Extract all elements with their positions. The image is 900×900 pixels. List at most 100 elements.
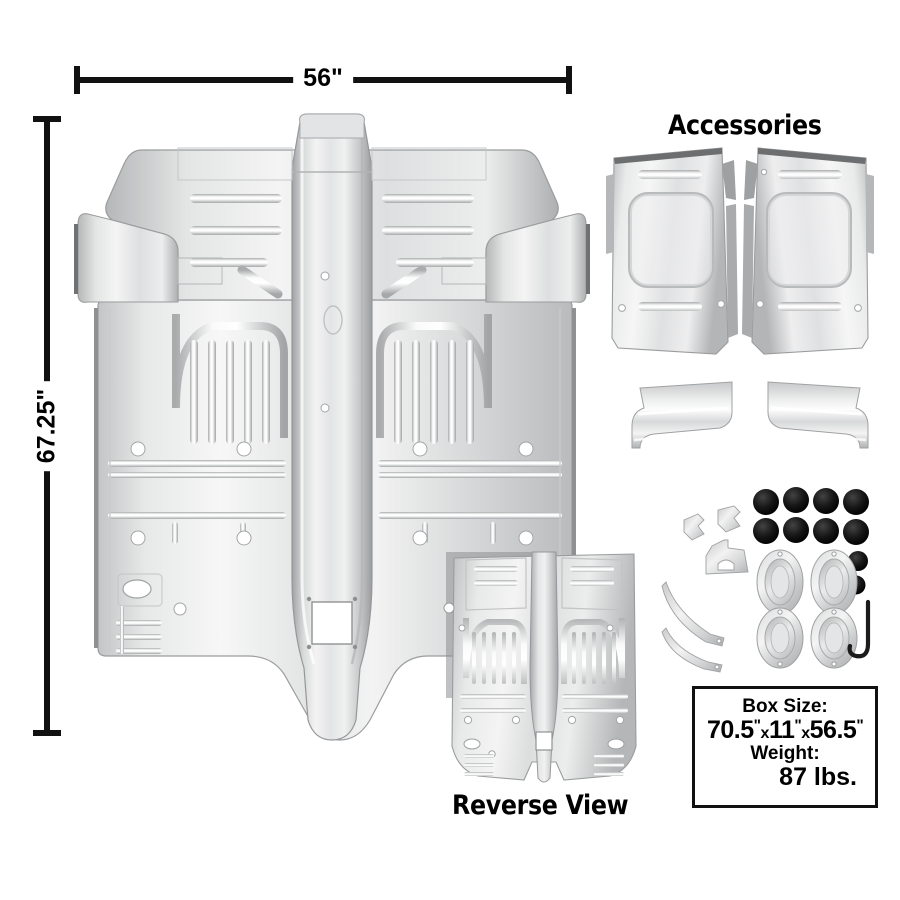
- dimension-cap-left: [74, 66, 80, 94]
- tunnel-top-cap: [299, 113, 365, 139]
- reverse-rib: [464, 763, 494, 767]
- floor-rib-vertical: [466, 340, 474, 444]
- floor-rib: [382, 226, 474, 235]
- transmission-tunnel: [291, 113, 373, 741]
- rear-cross-rib: [378, 460, 562, 467]
- inch-mark-length: ": [753, 717, 761, 735]
- reverse-crossmember: [460, 708, 526, 713]
- floor-rib-vertical: [120, 606, 124, 654]
- round-plugs-large-group: [753, 487, 869, 545]
- reverse-rib: [594, 754, 624, 758]
- reverse-rib: [474, 566, 518, 572]
- panel-rib: [778, 302, 842, 311]
- oval-access-covers-group: [756, 549, 858, 669]
- mounting-hole: [412, 441, 428, 457]
- rubber-plug: [813, 518, 839, 544]
- panel-rib: [638, 302, 702, 311]
- accessory-seat-braces: [628, 378, 872, 462]
- small-brackets-group: [683, 505, 749, 575]
- width-dimension-label: 56": [293, 62, 353, 94]
- seat-riser-arch-left: [172, 314, 288, 438]
- square-access-hole: [311, 601, 353, 645]
- reverse-crossmember: [562, 694, 628, 699]
- oval-access-cover: [756, 549, 804, 615]
- reverse-rib: [512, 632, 516, 684]
- reverse-drain-hole: [607, 738, 625, 750]
- box-size-label: Box Size:: [742, 696, 828, 717]
- tunnel-pocket: [323, 305, 343, 335]
- floor-rib: [116, 620, 162, 626]
- floor-rib: [396, 258, 474, 267]
- rubber-plug: [753, 489, 779, 515]
- panel-return-flange: [744, 160, 758, 200]
- reverse-hole: [606, 624, 614, 632]
- reverse-rib: [582, 632, 586, 684]
- reverse-drain-hole: [463, 738, 481, 750]
- mounting-hole: [130, 530, 146, 546]
- panel-flange: [606, 174, 614, 254]
- reverse-arch-left: [463, 618, 527, 684]
- reverse-rib: [612, 632, 616, 684]
- small-hole: [320, 403, 330, 413]
- drain-hole-recess: [117, 573, 163, 607]
- tunnel-shadow-right: [350, 126, 364, 665]
- rubber-plug: [753, 518, 779, 544]
- floor-rib: [382, 194, 474, 203]
- reverse-hole: [615, 715, 625, 725]
- dimension-cap-top: [33, 116, 61, 122]
- rubber-plug: [783, 517, 809, 543]
- reverse-square-hole: [535, 731, 553, 751]
- trunk-panels-illustration: [606, 147, 874, 355]
- mounting-hole: [412, 530, 428, 546]
- brace-highlight: [775, 430, 867, 442]
- panel-return-flange: [742, 204, 754, 338]
- seat-braces-illustration: [631, 381, 869, 449]
- reverse-hole: [463, 715, 473, 725]
- panel-hole: [760, 168, 768, 176]
- bracket-mount: [705, 539, 749, 575]
- reverse-rib: [502, 632, 506, 684]
- reverse-crossmember: [562, 708, 628, 713]
- reverse-hole: [567, 715, 577, 725]
- oval-access-cover: [756, 607, 804, 669]
- weight-label: Weight:: [750, 742, 820, 764]
- width-dimension-line: 56": [68, 62, 578, 94]
- floor-rib: [116, 634, 162, 640]
- stub-rib: [490, 522, 496, 544]
- rubber-plug: [843, 519, 869, 545]
- reverse-crossmember: [460, 694, 526, 699]
- panel-top-edge: [758, 148, 866, 164]
- rear-cross-rib: [108, 512, 286, 519]
- inch-mark-height: ": [856, 717, 864, 735]
- floor-rib-vertical: [412, 340, 420, 444]
- mounting-hole: [236, 441, 252, 457]
- inch-mark-width: ": [794, 717, 802, 735]
- hole-corner-mark: [306, 644, 312, 650]
- oval-access-cover: [810, 549, 858, 615]
- rear-cross-rib: [378, 472, 562, 478]
- diagonal-rib: [381, 265, 427, 299]
- right-wing-edge: [586, 224, 590, 294]
- reverse-view-part: [443, 548, 644, 788]
- right-wing-notch: [441, 257, 487, 285]
- brace-hole: [714, 664, 720, 670]
- oval-drain-hole: [122, 579, 152, 599]
- j-hook: [847, 599, 871, 659]
- reverse-rib: [602, 632, 606, 684]
- floor-rib-vertical: [448, 340, 456, 444]
- floor-rib-vertical: [244, 340, 252, 444]
- panel-top-edge: [614, 148, 722, 164]
- floor-rib: [190, 194, 282, 203]
- reverse-rib: [464, 772, 494, 776]
- reverse-arch-right: [561, 618, 625, 684]
- reverse-rib: [474, 580, 518, 586]
- panel-hole: [717, 300, 725, 308]
- small-hole: [320, 271, 330, 281]
- reverse-hole: [458, 624, 466, 632]
- panel-rib: [638, 170, 702, 179]
- height-dimension-line: 67.25": [32, 110, 62, 742]
- floor-rib-vertical: [394, 340, 402, 444]
- hole-corner-mark: [306, 596, 312, 602]
- box-length: 70.5: [707, 716, 754, 745]
- reverse-view-caption: Reverse View: [452, 790, 629, 821]
